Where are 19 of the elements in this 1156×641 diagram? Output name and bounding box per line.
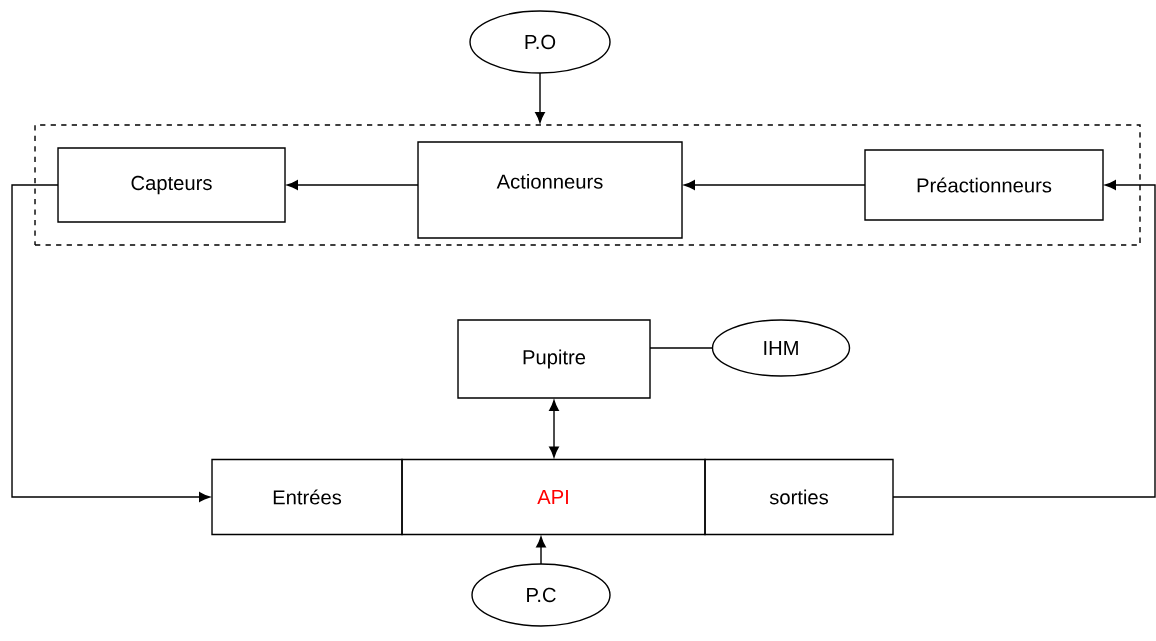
process-box: Actionneurs xyxy=(417,141,683,239)
process-box: Préactionneurs xyxy=(864,149,1104,221)
table-cell: sorties xyxy=(704,458,894,536)
dashed-frame xyxy=(34,124,1141,246)
arrow xyxy=(11,184,211,502)
arrow xyxy=(535,72,545,124)
process-box: Capteurs xyxy=(57,147,286,223)
arrow xyxy=(549,399,559,458)
table-cell: Entrées xyxy=(211,458,403,536)
arrow xyxy=(536,536,546,565)
arrow xyxy=(286,180,419,190)
arrow xyxy=(892,180,1156,498)
arrow xyxy=(683,180,866,190)
ellipse-node: IHM xyxy=(711,319,851,377)
process-box: Pupitre xyxy=(457,319,651,399)
connector-line xyxy=(649,347,714,349)
table-cell: API xyxy=(401,458,706,536)
ellipse-node: P.O xyxy=(469,10,611,74)
ellipse-node: P.C xyxy=(471,563,611,627)
